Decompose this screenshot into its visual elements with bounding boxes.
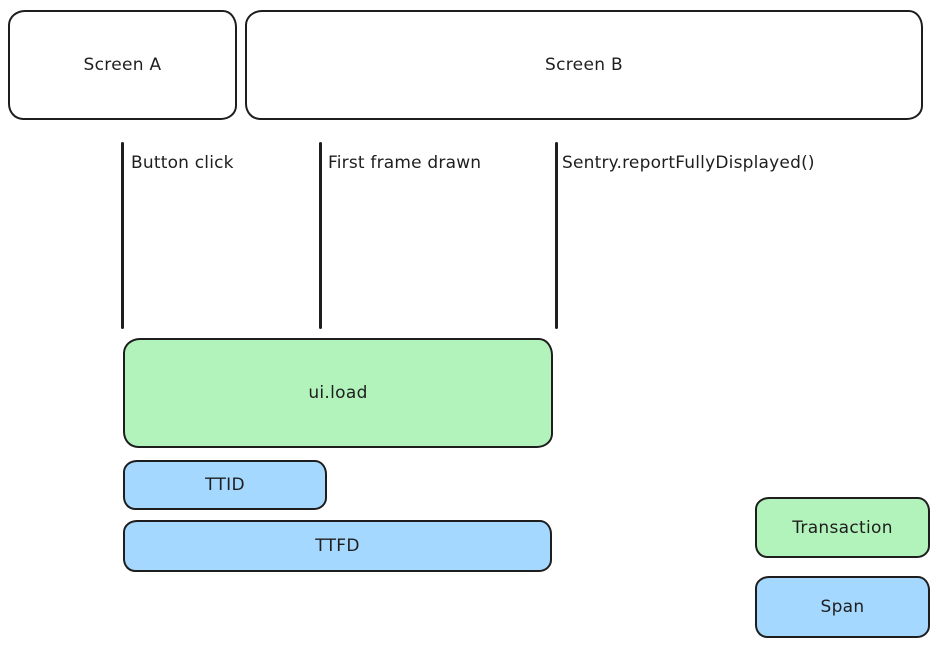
- first-frame-drawn-label: First frame drawn: [328, 153, 482, 173]
- report-fully-displayed-marker-line: [555, 142, 558, 329]
- legend-span-box: Span: [755, 576, 930, 638]
- button-click-label: Button click: [131, 153, 234, 173]
- legend-transaction-box: Transaction: [755, 497, 930, 558]
- report-fully-displayed-label: Sentry.reportFullyDisplayed(): [562, 153, 815, 173]
- screen-b-box: Screen B: [245, 10, 923, 120]
- legend-transaction-label: Transaction: [792, 517, 893, 538]
- ui-load-label: ui.load: [308, 383, 368, 403]
- screen-a-label: Screen A: [83, 55, 162, 75]
- ui-load-transaction-bar: ui.load: [123, 338, 553, 448]
- legend-span-label: Span: [820, 597, 865, 617]
- ttfd-label: TTFD: [315, 536, 360, 556]
- screen-b-label: Screen B: [545, 55, 623, 75]
- ttfd-span-bar: TTFD: [123, 520, 552, 572]
- first-frame-drawn-marker-line: [319, 142, 322, 329]
- ttid-span-bar: TTID: [123, 460, 327, 510]
- ttid-label: TTID: [205, 475, 245, 495]
- screen-a-box: Screen A: [8, 10, 237, 120]
- button-click-marker-line: [121, 142, 124, 329]
